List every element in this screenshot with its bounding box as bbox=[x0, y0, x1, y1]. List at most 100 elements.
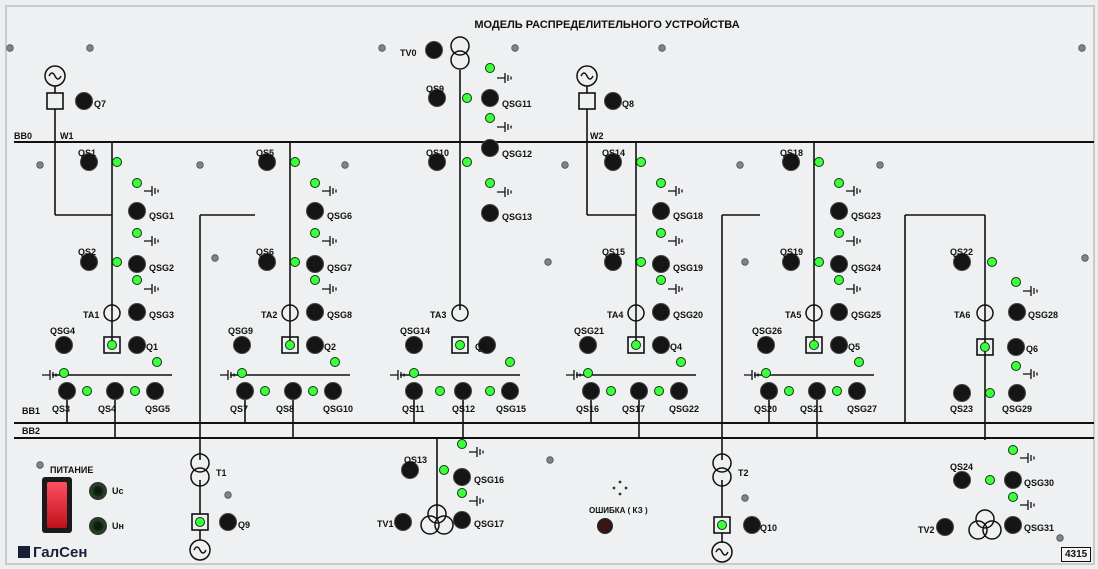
label-q10: Q10 bbox=[760, 523, 777, 533]
status-led bbox=[636, 157, 646, 167]
qs19-knob[interactable] bbox=[782, 253, 800, 271]
panel-title: МОДЕЛЬ РАСПРЕДЕЛИТЕЛЬНОГО УСТРОЙСТВА bbox=[474, 18, 739, 31]
sine-icon bbox=[48, 72, 62, 80]
q4-knob[interactable] bbox=[652, 336, 670, 354]
qsg25-knob[interactable] bbox=[830, 303, 848, 321]
qsg5-knob[interactable] bbox=[146, 382, 164, 400]
qsg17-knob[interactable] bbox=[453, 511, 471, 529]
q1-knob[interactable] bbox=[128, 336, 146, 354]
screw bbox=[658, 44, 666, 52]
q2-knob[interactable] bbox=[306, 336, 324, 354]
qsg16-knob[interactable] bbox=[453, 468, 471, 486]
qsg4-knob[interactable] bbox=[55, 336, 73, 354]
qsg13-knob[interactable] bbox=[481, 204, 499, 222]
label-qs19: QS19 bbox=[780, 247, 803, 257]
label-ta2: TA2 bbox=[261, 310, 277, 320]
qsg11-knob[interactable] bbox=[481, 89, 499, 107]
label-ta5: TA5 bbox=[785, 310, 801, 320]
qsg3-knob[interactable] bbox=[128, 303, 146, 321]
qs2-knob[interactable] bbox=[80, 253, 98, 271]
status-led bbox=[1011, 277, 1021, 287]
label-qsg5: QSG5 bbox=[145, 404, 170, 414]
ground-icon bbox=[1020, 453, 1035, 463]
ground-icon bbox=[1023, 286, 1038, 296]
qs24-knob[interactable] bbox=[953, 471, 971, 489]
q5-knob[interactable] bbox=[830, 336, 848, 354]
qs10-knob[interactable] bbox=[428, 153, 446, 171]
label-qsg6: QSG6 bbox=[327, 211, 352, 221]
tv1-knob[interactable] bbox=[394, 513, 412, 531]
qsg31-knob[interactable] bbox=[1004, 516, 1022, 534]
qsg20-knob[interactable] bbox=[652, 303, 670, 321]
qsg15-knob[interactable] bbox=[501, 382, 519, 400]
qs1-knob[interactable] bbox=[80, 153, 98, 171]
qsg9-knob[interactable] bbox=[233, 336, 251, 354]
label-qsg25: QSG25 bbox=[851, 310, 881, 320]
screw bbox=[224, 491, 232, 499]
qs18-knob[interactable] bbox=[782, 153, 800, 171]
qsg6-knob[interactable] bbox=[306, 202, 324, 220]
ground-icon bbox=[144, 186, 159, 196]
qsg29-knob[interactable] bbox=[1008, 384, 1026, 402]
qs20-knob[interactable] bbox=[760, 382, 778, 400]
ground-icon bbox=[1020, 500, 1035, 510]
qsg26-knob[interactable] bbox=[757, 336, 775, 354]
q7-knob[interactable] bbox=[75, 92, 93, 110]
status-led bbox=[152, 357, 162, 367]
qsg23-knob[interactable] bbox=[830, 202, 848, 220]
speaker-dot bbox=[618, 480, 622, 484]
qsg14-knob[interactable] bbox=[405, 336, 423, 354]
qs14-knob[interactable] bbox=[604, 153, 622, 171]
qsg12-knob[interactable] bbox=[481, 139, 499, 157]
qsg10-knob[interactable] bbox=[324, 382, 342, 400]
qsg2-knob[interactable] bbox=[128, 255, 146, 273]
label-ta3: TA3 bbox=[430, 310, 446, 320]
q3-knob[interactable] bbox=[478, 336, 496, 354]
qs23-knob[interactable] bbox=[953, 384, 971, 402]
qsg22-knob[interactable] bbox=[670, 382, 688, 400]
qs22-knob[interactable] bbox=[953, 253, 971, 271]
qsg8-knob[interactable] bbox=[306, 303, 324, 321]
q8-knob[interactable] bbox=[604, 92, 622, 110]
qsg19-knob[interactable] bbox=[652, 255, 670, 273]
qs9-knob[interactable] bbox=[428, 89, 446, 107]
qsg24-knob[interactable] bbox=[830, 255, 848, 273]
power-switch[interactable] bbox=[42, 477, 72, 533]
status-led bbox=[59, 368, 69, 378]
qs4-knob[interactable] bbox=[106, 382, 124, 400]
qs17-knob[interactable] bbox=[630, 382, 648, 400]
qs6-knob[interactable] bbox=[258, 253, 276, 271]
qsg30-knob[interactable] bbox=[1004, 471, 1022, 489]
q9-knob[interactable] bbox=[219, 513, 237, 531]
qsg1-knob[interactable] bbox=[128, 202, 146, 220]
status-led bbox=[656, 178, 666, 188]
tv2-knob[interactable] bbox=[936, 518, 954, 536]
qsg21-knob[interactable] bbox=[579, 336, 597, 354]
ground-icon bbox=[497, 187, 512, 197]
qs15-knob[interactable] bbox=[604, 253, 622, 271]
qs13-knob[interactable] bbox=[401, 461, 419, 479]
qs7-knob[interactable] bbox=[236, 382, 254, 400]
screw bbox=[741, 494, 749, 502]
qs21-knob[interactable] bbox=[808, 382, 826, 400]
qs8-knob[interactable] bbox=[284, 382, 302, 400]
qs16-knob[interactable] bbox=[582, 382, 600, 400]
tv0-knob[interactable] bbox=[425, 41, 443, 59]
screw bbox=[86, 44, 94, 52]
qsg7-knob[interactable] bbox=[306, 255, 324, 273]
qs12-knob[interactable] bbox=[454, 382, 472, 400]
transformer-winding bbox=[712, 453, 732, 473]
qsg27-knob[interactable] bbox=[848, 382, 866, 400]
label-qsg11: QSG11 bbox=[502, 99, 532, 109]
status-led bbox=[237, 368, 247, 378]
status-led bbox=[814, 157, 824, 167]
q6-knob[interactable] bbox=[1007, 338, 1025, 356]
qsg18-knob[interactable] bbox=[652, 202, 670, 220]
label-qsg7: QSG7 bbox=[327, 263, 352, 273]
qs5-knob[interactable] bbox=[258, 153, 276, 171]
qs11-knob[interactable] bbox=[405, 382, 423, 400]
breaker-symbol bbox=[713, 516, 731, 534]
qs3-knob[interactable] bbox=[58, 382, 76, 400]
q10-knob[interactable] bbox=[743, 516, 761, 534]
qsg28-knob[interactable] bbox=[1008, 303, 1026, 321]
